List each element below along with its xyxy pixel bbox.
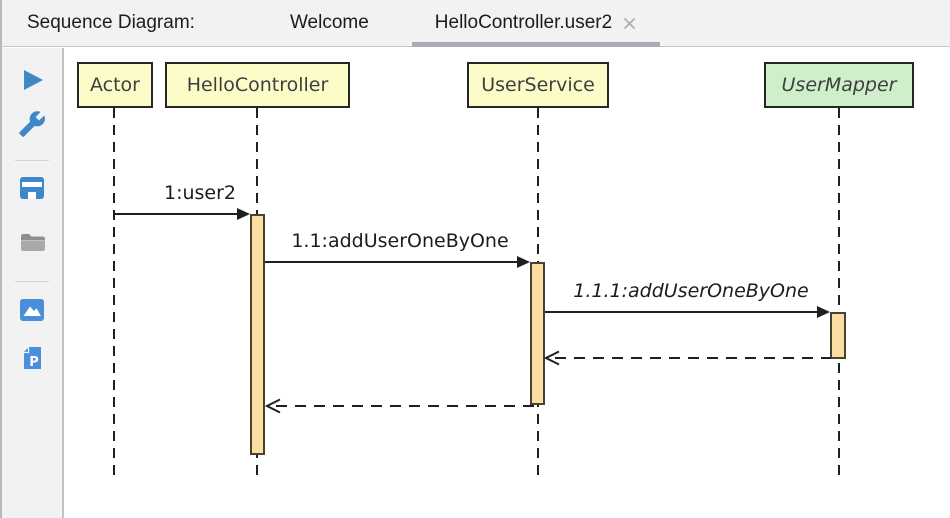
message-arrow-2 xyxy=(265,256,530,268)
message-arrow-1 xyxy=(115,208,250,220)
play-icon xyxy=(18,66,46,99)
save-button[interactable] xyxy=(18,176,46,204)
tab-hellocontroller-user2[interactable]: HelloController.user2 xyxy=(411,0,661,47)
participant-userservice[interactable]: UserService xyxy=(467,62,609,108)
activation-bar-userservice xyxy=(530,262,545,405)
message-arrow-3 xyxy=(545,306,830,318)
save-icon xyxy=(18,174,46,207)
participant-hellocontroller[interactable]: HelloController xyxy=(165,62,350,108)
export-image-button[interactable] xyxy=(18,298,46,326)
toolbar-divider xyxy=(15,281,49,282)
tab-welcome-label: Welcome xyxy=(289,12,369,33)
toolbar-divider xyxy=(15,160,49,161)
lifeline-actor xyxy=(113,108,115,478)
diagram-canvas[interactable] xyxy=(64,48,950,518)
export-plantuml-button[interactable]: P xyxy=(18,344,46,377)
return-arrow-userservice xyxy=(264,398,538,414)
activation-bar-usermapper xyxy=(830,312,846,359)
message-label-2[interactable]: 1.1:addUserOneByOne xyxy=(291,230,509,252)
settings-button[interactable] xyxy=(18,110,46,143)
image-icon xyxy=(18,296,46,329)
close-icon[interactable] xyxy=(622,16,637,31)
lifeline-usermapper xyxy=(838,108,840,478)
participant-usermapper[interactable]: UserMapper xyxy=(764,62,914,108)
tab-bar: Sequence Diagram: Welcome HelloControlle… xyxy=(2,0,950,47)
message-label-3[interactable]: 1.1.1:addUserOneByOne xyxy=(573,280,809,302)
plantuml-file-icon: P xyxy=(18,344,46,377)
activation-bar-hellocontroller xyxy=(250,214,265,455)
message-label-1[interactable]: 1:user2 xyxy=(163,182,237,204)
run-button[interactable] xyxy=(18,68,46,96)
return-arrow-usermapper xyxy=(543,350,831,366)
plantuml-glyph: P xyxy=(29,355,39,370)
open-button[interactable] xyxy=(18,230,46,258)
tab-active-label: HelloController.user2 xyxy=(434,12,613,33)
participant-actor[interactable]: Actor xyxy=(77,62,153,108)
wrench-icon xyxy=(18,110,46,143)
folder-icon xyxy=(18,228,46,261)
page-title: Sequence Diagram: xyxy=(27,12,195,33)
diagram-toolbar: P xyxy=(2,48,64,518)
tab-welcome[interactable]: Welcome xyxy=(278,0,381,46)
